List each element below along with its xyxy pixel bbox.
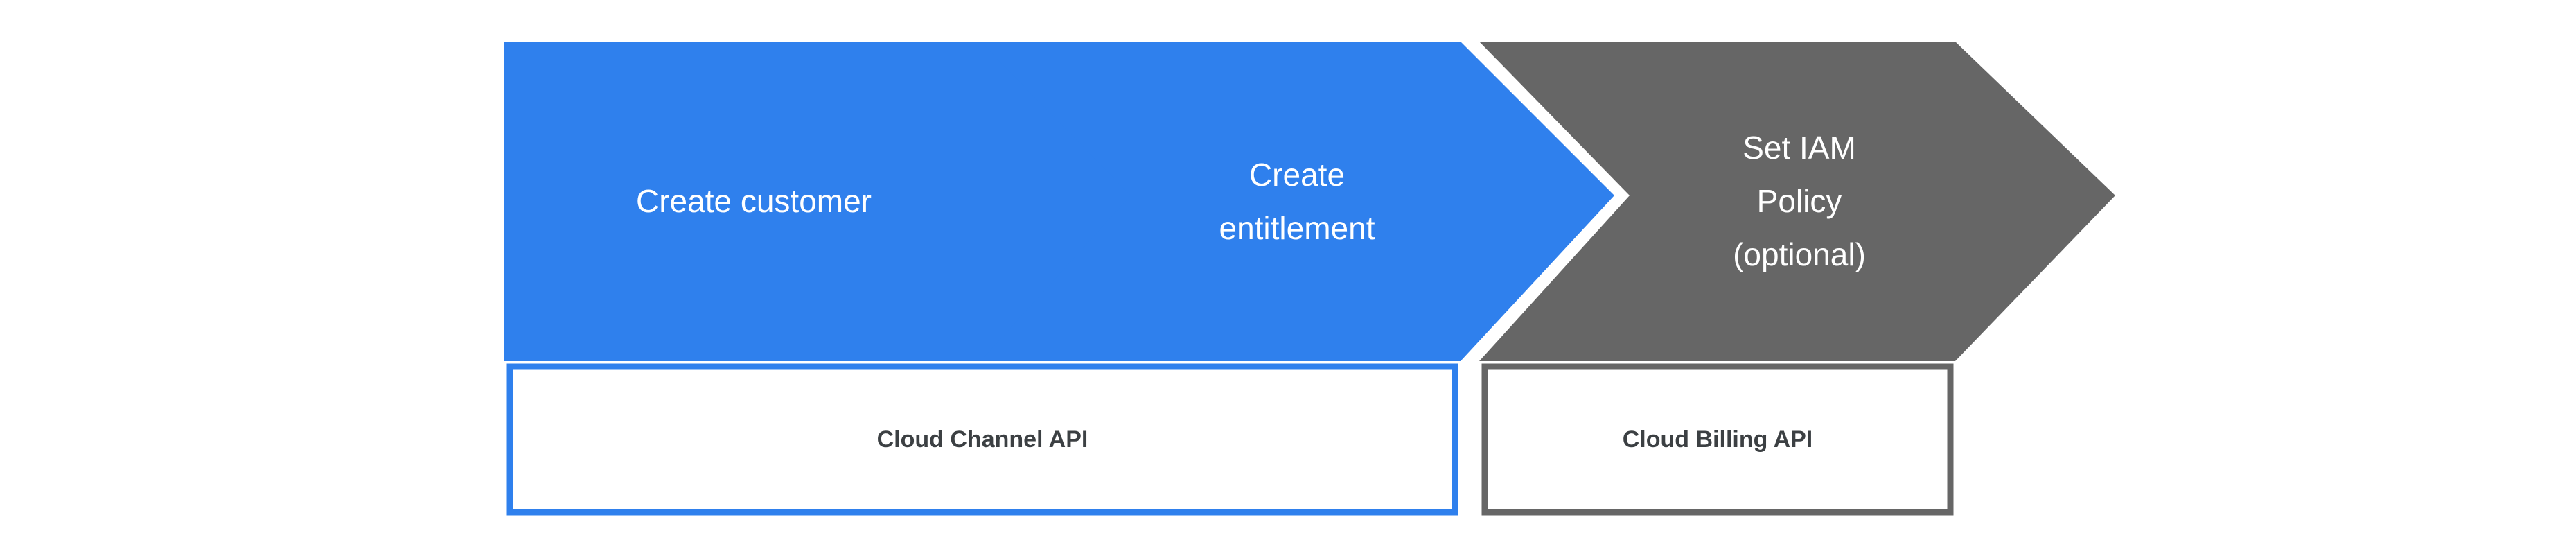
chevron-shape-create-customer[interactable] — [504, 42, 1133, 361]
api-group-label-cloud-billing-api: Cloud Billing API — [1479, 361, 1956, 518]
chevron-shape-create-entitlement[interactable] — [980, 42, 1614, 361]
api-group-label-text: Cloud Billing API — [1622, 426, 1813, 453]
api-group-label-text: Cloud Channel API — [876, 426, 1088, 453]
api-group-box-cloud-channel-api[interactable] — [506, 363, 1458, 516]
api-group-label-cloud-channel-api: Cloud Channel API — [504, 361, 1461, 518]
api-group-box-cloud-billing-api[interactable] — [1481, 363, 1954, 516]
chevron-shape-set-iam-policy[interactable] — [1479, 42, 2115, 361]
